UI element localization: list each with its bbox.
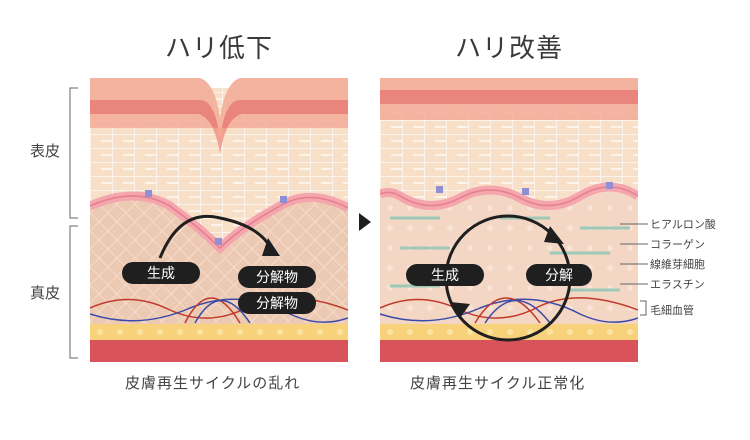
- breakdown-pill-1: [238, 266, 316, 288]
- cycle-arrow: [158, 214, 274, 259]
- muscle-layer: [380, 340, 638, 362]
- legend-fibroblast: 線維芽細胞: [650, 258, 705, 271]
- cycle-arrowhead-bottom: [450, 302, 470, 318]
- right-caption: 皮膚再生サイクル正常化: [410, 374, 586, 392]
- left-skin-panel: 生成 分解物 分解物: [90, 78, 348, 362]
- right-title: ハリ改善: [455, 34, 564, 64]
- left-caption: 皮膚再生サイクルの乱れ: [125, 374, 301, 392]
- left-title: ハリ低下: [165, 34, 274, 64]
- stratum-corneum: [90, 78, 348, 138]
- cycle-arrowhead: [262, 238, 280, 256]
- breakdown-label: 分解: [545, 268, 573, 284]
- epidermis-bracket: [69, 87, 78, 219]
- breakdown-pill: [526, 264, 592, 286]
- muscle-layer: [90, 340, 348, 362]
- production-pill: [406, 264, 484, 286]
- capillary-blue: [380, 298, 638, 323]
- capillary-blue: [90, 298, 348, 323]
- epidermis-label: 表皮: [30, 142, 61, 160]
- dermis-bracket: [69, 225, 78, 359]
- legend-capillary: 毛細血管: [650, 304, 694, 317]
- dermis-layer: [380, 188, 638, 328]
- melanocyte-cell: [145, 190, 152, 197]
- breakdown-label-1: 分解物: [256, 270, 298, 286]
- breakdown-label-2: 分解物: [256, 296, 298, 312]
- breakdown-pill-2: [238, 292, 316, 314]
- side-bracket-svg: [69, 87, 78, 359]
- melanocyte-cell: [436, 186, 443, 193]
- legend-hyaluronic-acid: ヒアルロン酸: [650, 218, 716, 231]
- transition-arrow-icon: [359, 213, 371, 231]
- production-pill: [122, 262, 200, 284]
- capillary-red: [380, 297, 638, 319]
- production-label: 生成: [431, 268, 459, 284]
- stratum-corneum: [380, 78, 638, 90]
- dermis-label: 真皮: [30, 284, 61, 302]
- cycle-arrowhead-top: [544, 226, 564, 244]
- right-skin-panel: 生成 分解: [380, 78, 638, 362]
- legend-elastin: エラスチン: [650, 278, 705, 291]
- legend-leaders: [620, 223, 648, 316]
- legend-collagen: コラーゲン: [650, 238, 705, 251]
- production-label: 生成: [147, 266, 175, 282]
